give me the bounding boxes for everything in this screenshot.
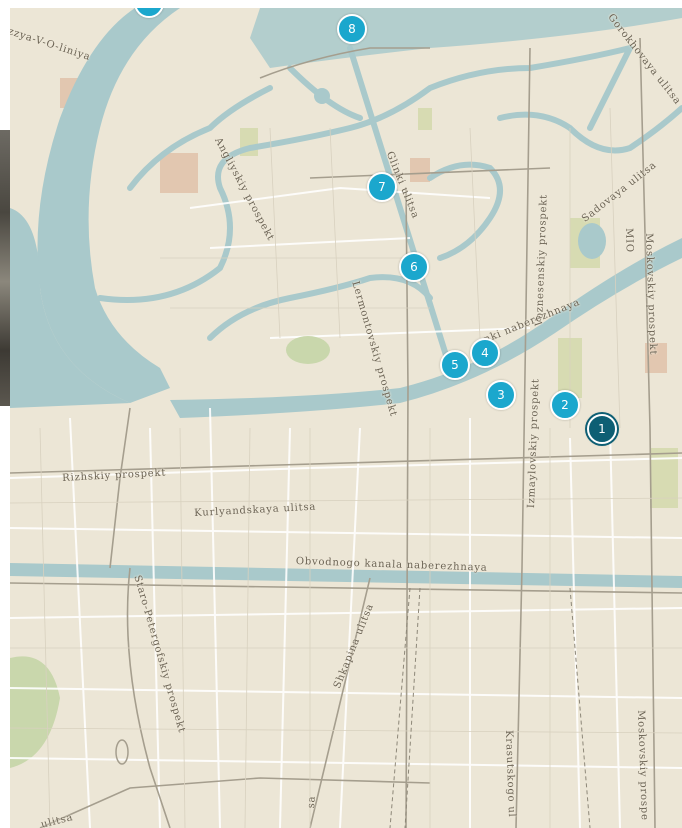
map-marker-5[interactable]: 5 <box>440 350 470 380</box>
side-photo-edge <box>0 130 10 406</box>
map-marker-8[interactable]: 8 <box>337 14 367 44</box>
street-label: MIO <box>623 228 635 254</box>
map-basemap <box>10 8 682 828</box>
street-label: sa <box>306 795 318 809</box>
map-marker-1[interactable]: 1 <box>587 414 617 444</box>
map-marker-6[interactable]: 6 <box>399 252 429 282</box>
map-marker-7[interactable]: 7 <box>367 172 397 202</box>
map-marker-2[interactable]: 2 <box>550 390 580 420</box>
map-marker-4[interactable]: 4 <box>470 338 500 368</box>
map-marker-3[interactable]: 3 <box>486 380 516 410</box>
